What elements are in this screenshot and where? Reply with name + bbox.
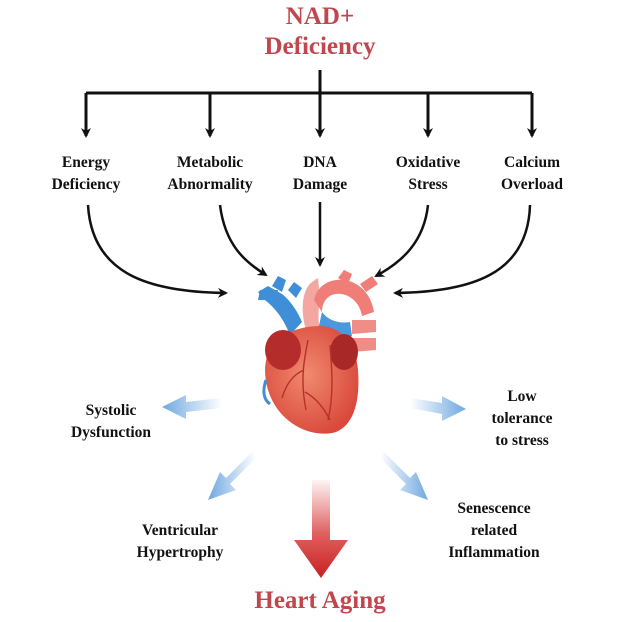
converging-arrows: [86, 202, 532, 298]
nad-deficiency-title: NAD+ Deficiency: [200, 2, 440, 62]
arrow-to-tolerance: [410, 396, 466, 421]
effect-senescence-inflammation: Senescence related Inflammation: [448, 500, 540, 561]
title-line1: NAD+: [285, 3, 355, 30]
cause-oxidative-stress: Oxidative Stress: [395, 154, 461, 193]
arrow-to-senescence: [380, 452, 428, 500]
cause-arrow-tree: [81, 70, 537, 138]
arrow-to-systolic: [162, 395, 222, 419]
heart-aging-arrow: [294, 480, 348, 578]
title-line2: Deficiency: [264, 33, 376, 60]
heart-icon: [258, 270, 378, 434]
cause-energy-deficiency: Energy Deficiency: [51, 154, 121, 193]
cause-dna-damage: DNA Damage: [292, 154, 348, 193]
heart-aging-label: Heart Aging: [254, 587, 386, 614]
cause-calcium-overload: Calcium Overload: [501, 154, 563, 193]
cause-metabolic-abnormality: Metabolic Abnormality: [167, 154, 253, 193]
effect-ventricular-hypertrophy: Ventricular Hypertrophy: [136, 522, 224, 561]
arrow-to-hypertrophy: [208, 452, 256, 500]
effect-systolic-dysfunction: Systolic Dysfunction: [70, 402, 152, 441]
effect-low-tolerance: Low tolerance to stress: [491, 388, 553, 449]
effect-arrows: [162, 395, 466, 500]
